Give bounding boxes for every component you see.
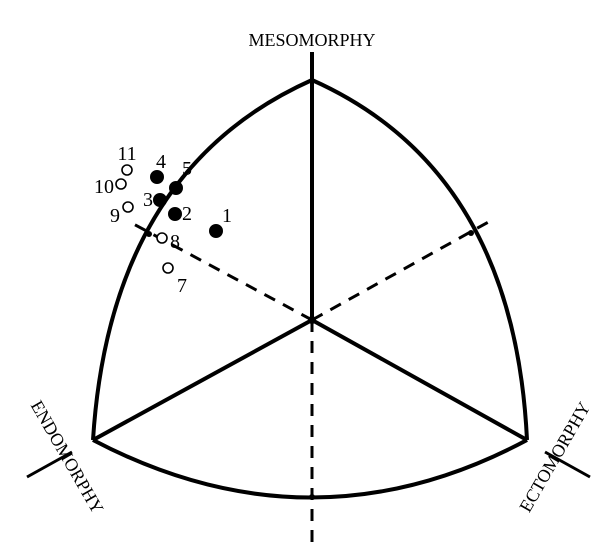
ectomorphy-line [311,318,528,442]
mesomorphy-label: MESOMORPHY [248,30,375,50]
point-9-marker [122,201,134,213]
ectomorphy-tick [544,450,591,479]
point-9-label: 9 [110,205,120,227]
upper-right-dashed [311,218,493,322]
point-4-marker [150,170,164,184]
left-arc [91,78,313,441]
point-10-marker [115,178,127,190]
right-arc [311,78,529,441]
point-8-label: 8 [170,231,180,253]
endomorphy-line [92,318,313,442]
point-1-marker [209,224,223,238]
bottom-arc [92,438,528,500]
endomorphy-tick [26,450,73,479]
bottom-dot [309,494,315,500]
point-7-marker [162,262,174,274]
point-1-label: 1 [222,205,232,227]
point-5-marker [169,181,183,195]
right-arc-dot [468,230,474,236]
point-11-marker [121,164,133,176]
point-2-marker [168,207,182,221]
point-11-label: 11 [117,143,136,165]
point-7-label: 7 [177,275,187,297]
center-dot [308,316,316,324]
point-5-label: 5 [182,158,192,180]
point-8-marker [156,232,168,244]
left-arc-dot [146,231,152,237]
point-3-marker [153,193,167,207]
point-10-label: 10 [94,176,114,198]
point-2-label: 2 [182,203,192,225]
point-4-label: 4 [156,151,166,173]
point-3-label: 3 [143,189,153,211]
